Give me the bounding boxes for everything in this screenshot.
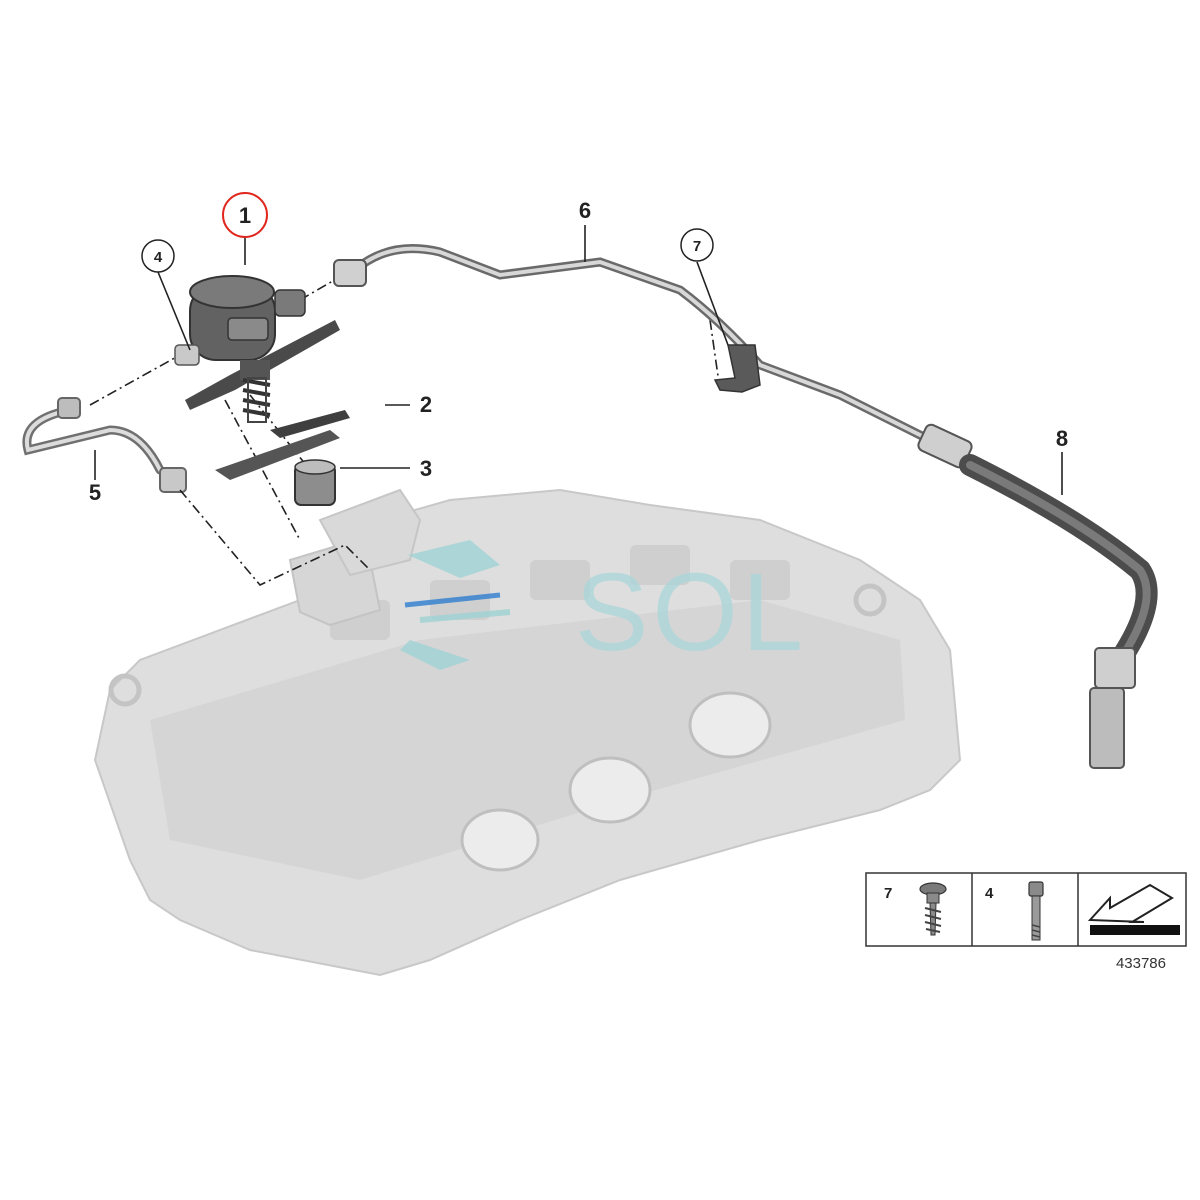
callout-3-label: 3 (420, 456, 432, 481)
part-1-fuel-pump (174, 275, 340, 423)
callout-lines (94, 225, 1063, 495)
diagram-ref-number: 433786 (1116, 955, 1166, 972)
watermark: SOL (400, 540, 807, 674)
callout-4-circled: 4 (141, 239, 175, 273)
legend-item-7-label: 7 (884, 885, 892, 902)
engine-cylinder-head (93, 488, 962, 977)
screw-icon (919, 882, 947, 936)
legend-item-4-label: 4 (985, 885, 994, 902)
callout-7-label: 7 (693, 238, 701, 255)
callout-7-circled: 7 (680, 228, 714, 262)
part-5-fuel-line (22, 397, 187, 493)
direction-arrow-icon (1087, 883, 1180, 935)
part-2-gasket (215, 410, 350, 480)
part-6-fuel-line (333, 244, 935, 445)
bolt-icon (1028, 881, 1044, 941)
part-3-tappet (294, 459, 336, 506)
callout-1: 1 (222, 192, 268, 238)
callout-2-label: 2 (420, 392, 432, 417)
callout-5-label: 5 (89, 480, 101, 505)
callout-6-label: 6 (579, 198, 591, 223)
callout-8-label: 8 (1056, 426, 1068, 451)
fastener-legend: 7 4 (865, 872, 1187, 947)
watermark-text: SOL (575, 551, 807, 674)
callout-4-label: 4 (154, 249, 163, 266)
callout-1-label: 1 (239, 203, 251, 228)
part-8-fuel-hose (917, 423, 1158, 769)
